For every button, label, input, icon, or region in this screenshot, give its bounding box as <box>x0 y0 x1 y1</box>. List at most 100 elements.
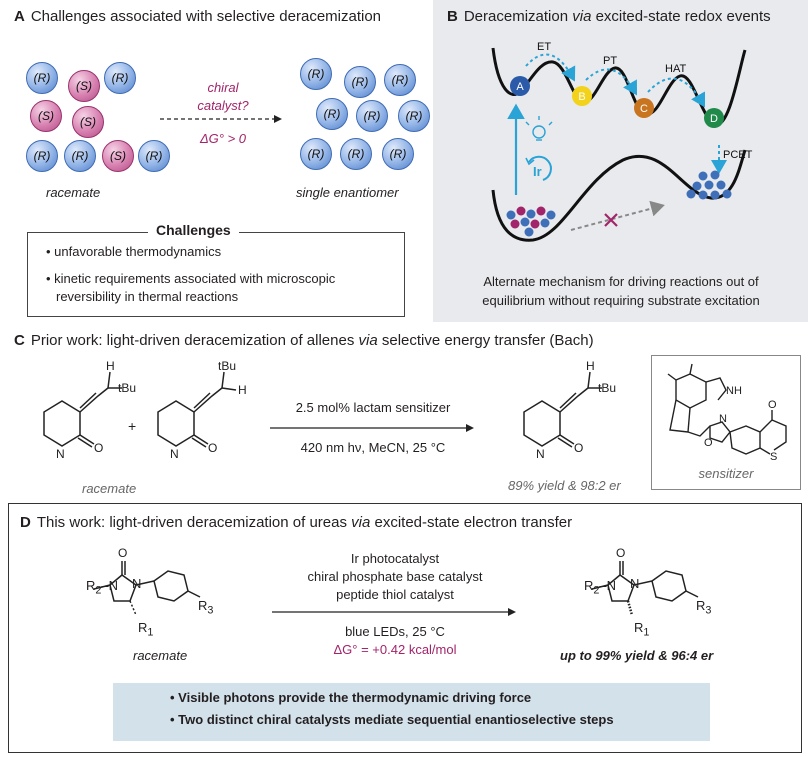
node-d: D <box>704 108 724 128</box>
panel-d-box <box>8 503 802 753</box>
svg-text:S: S <box>770 451 777 463</box>
panel-c-conditions-line1: 2.5 mol% lactam sensitizer <box>295 400 451 415</box>
product-r3-label: R3 <box>696 598 712 617</box>
svg-text:N: N <box>719 413 727 425</box>
blocked-x-icon <box>604 213 618 227</box>
panel-d-conditions-line1: Ir photocatalyst <box>350 551 440 566</box>
pt-arrow <box>585 68 638 96</box>
urea-product-structure: O <box>591 546 699 616</box>
product-dots <box>686 170 732 200</box>
challenge-text-2: kinetic requirements associated with mic… <box>54 271 336 286</box>
svg-text:B: B <box>578 91 585 103</box>
urea-r3-label: R3 <box>198 598 214 617</box>
dashed-reaction-arrow <box>160 115 282 123</box>
ir-label: Ir <box>533 164 542 179</box>
single-enantiomer-label: single enantiomer <box>296 185 399 200</box>
svg-text:N: N <box>536 447 545 461</box>
panel-d-racemate-label: racemate <box>133 648 188 663</box>
svg-text:O: O <box>94 441 103 455</box>
racemate-ball-6: (R) <box>26 140 58 172</box>
svg-text:N: N <box>56 447 65 461</box>
enantiomer-ball-1: (R) <box>300 58 332 90</box>
panel-d-result: up to 99% yield & 96:4 er <box>560 648 714 663</box>
challenge-item-1: • unfavorable thermodynamics <box>46 244 222 259</box>
panel-c-title-post: selective energy transfer (Bach) <box>377 332 594 349</box>
challenge-item-2: • kinetic requirements associated with m… <box>46 271 336 286</box>
allene-lactam-structure-2: tBu H N O <box>157 360 247 461</box>
svg-text:H: H <box>106 360 115 373</box>
blocked-thermal-arrow <box>570 200 665 231</box>
racemate-ball-1: (R) <box>26 62 58 94</box>
step-hat-label: HAT <box>665 63 686 75</box>
panel-c-result: 89% yield & 98:2 er <box>508 478 621 493</box>
panel-d-title: D This work: light-driven deracemization … <box>20 514 572 531</box>
enantiomer-ball-6: (R) <box>398 100 430 132</box>
urea-racemate-structure: O <box>93 546 201 616</box>
urea-r1-label: R1 <box>138 620 154 639</box>
svg-text:A: A <box>516 81 524 93</box>
panel-a-letter: A <box>14 8 25 25</box>
step-pt-label: PT <box>603 55 617 67</box>
arrow-label-catalyst: catalyst? <box>197 98 249 113</box>
panel-a-title: A Challenges associated with selective de… <box>14 8 381 25</box>
racemate-label: racemate <box>46 185 101 200</box>
panel-d-energy: ΔG° = +0.42 kcal/mol <box>333 642 457 657</box>
panel-a-title-text: Challenges associated with selective der… <box>30 8 382 25</box>
panel-d-title-via: via <box>351 514 371 531</box>
svg-text:C: C <box>640 103 648 115</box>
node-c: C <box>634 98 654 118</box>
racemate-ball-9: (R) <box>138 140 170 172</box>
challenge-text-1: unfavorable thermodynamics <box>54 244 222 259</box>
panel-d-title-pre: This work: light-driven deracemization o… <box>36 514 352 531</box>
panel-c-title-pre: Prior work: light-driven deracemization … <box>30 332 359 349</box>
racemate-dots <box>506 206 556 237</box>
panel-d-reaction-arrow <box>272 608 516 616</box>
allene-lactam-structure-1: H tBu N O <box>43 360 136 461</box>
svg-text:H: H <box>586 360 595 373</box>
panel-c-conditions-line2: 420 nm hν, MeCN, 25 °C <box>300 440 446 455</box>
panel-d-summary-banner <box>113 683 710 741</box>
allene-lactam-product: H tBu N O <box>523 360 616 461</box>
svg-text:O: O <box>208 441 217 455</box>
panel-c-letter: C <box>14 332 25 349</box>
hat-arrow <box>647 77 706 108</box>
svg-text:O: O <box>704 437 713 449</box>
panel-b-caption: Alternate mechanism for driving reaction… <box>440 272 802 310</box>
et-arrow <box>525 53 576 82</box>
enantiomer-ball-9: (R) <box>382 138 414 170</box>
step-et-label: ET <box>537 41 551 53</box>
product-r2-label: R2–N <box>584 578 617 597</box>
panel-b-title-via: via <box>572 8 592 25</box>
panel-d-letter: D <box>20 514 31 531</box>
panel-c-title-via: via <box>358 332 378 349</box>
summary-bullet-2: • Two distinct chiral catalysts mediate … <box>170 712 614 727</box>
plus-sign: + <box>128 418 137 434</box>
arrow-label-chiral: chiral <box>207 80 239 95</box>
enantiomer-ball-7: (R) <box>300 138 332 170</box>
svg-text:tBu: tBu <box>118 381 136 395</box>
svg-text:O: O <box>616 546 625 560</box>
racemate-ball-7: (R) <box>64 140 96 172</box>
svg-text:N: N <box>170 447 179 461</box>
racemate-ball-2: (S) <box>68 70 100 102</box>
enantiomer-ball-3: (R) <box>384 64 416 96</box>
panel-b-caption-line1: Alternate mechanism for driving reaction… <box>483 274 759 289</box>
sensitizer-box: NH O O N S sensitizer <box>651 355 801 490</box>
sensitizer-structure: NH O O N S <box>667 363 787 463</box>
svg-text:tBu: tBu <box>218 360 236 373</box>
ground-state-curve <box>491 149 747 242</box>
challenges-title: Challenges <box>148 222 239 238</box>
challenge-item-2b: reversibility in thermal reactions <box>56 289 239 304</box>
svg-text:tBu: tBu <box>598 381 616 395</box>
arrow-energy-label: ΔG° > 0 <box>199 131 247 146</box>
svg-text:NH: NH <box>726 385 742 397</box>
summary-bullet-1-text: Visible photons provide the thermodynami… <box>178 690 532 705</box>
energy-landscape-diagram: Ir A B C D ET PT HAT PCET <box>491 41 753 242</box>
svg-text:O: O <box>118 546 127 560</box>
panel-c-title: C Prior work: light-driven deracemization… <box>14 332 594 349</box>
svg-text:H: H <box>238 383 247 397</box>
step-pcet-label: PCET <box>723 149 753 161</box>
urea-n-label: N <box>132 576 142 591</box>
panel-b-letter: B <box>447 8 458 25</box>
